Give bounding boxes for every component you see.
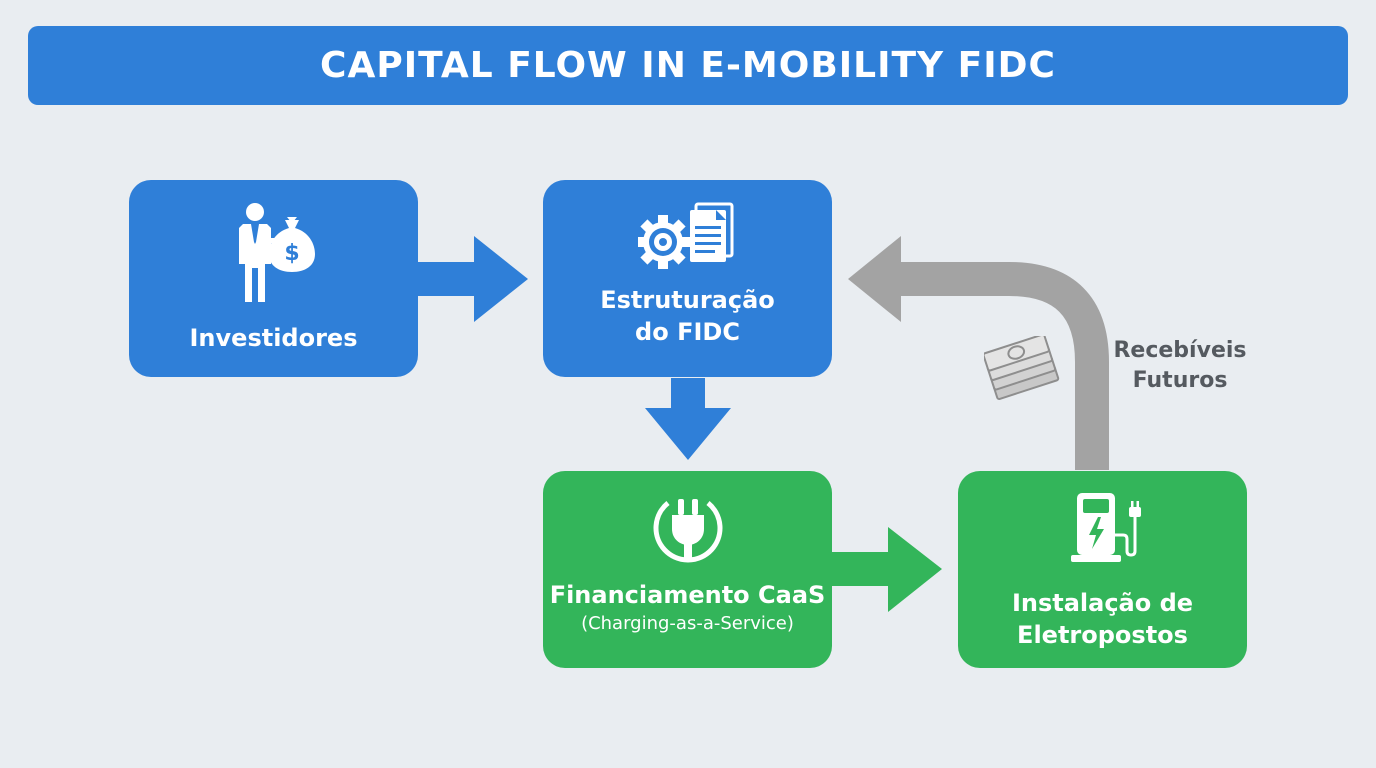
node-financing-sublabel: (Charging-as-a-Service) <box>581 613 794 634</box>
node-installation: Instalação de Eletropostos <box>958 471 1247 668</box>
return-flow-label-line1: Recebíveis <box>1113 338 1247 363</box>
title-banner: CAPITAL FLOW IN E-MOBILITY FIDC <box>28 26 1348 105</box>
arrow-return-receivables <box>895 262 1109 470</box>
return-flow-label: Recebíveis Futuros <box>1110 336 1250 396</box>
arrow-financing-to-installation <box>832 527 942 612</box>
node-financing-label: Financiamento CaaS <box>549 581 826 609</box>
svg-text:$: $ <box>284 241 299 266</box>
node-installation-label-line1: Instalação de <box>1011 589 1194 617</box>
plug-icon <box>653 499 722 563</box>
money-stack-icon <box>984 336 1060 401</box>
node-structuring-label-line1: Estruturação <box>600 286 775 314</box>
node-financing: Financiamento CaaS (Charging-as-a-Servic… <box>543 471 832 668</box>
return-flow-label-line2: Futuros <box>1132 368 1228 393</box>
charging-station-icon <box>1070 493 1141 562</box>
node-structuring-label-line2: do FIDC <box>635 318 740 346</box>
investor-moneybag-icon: $ <box>238 203 315 302</box>
page-title: CAPITAL FLOW IN E-MOBILITY FIDC <box>320 45 1056 86</box>
arrow-return-head <box>848 236 901 322</box>
arrow-investors-to-structuring <box>418 236 528 322</box>
node-investors-label: Investidores <box>189 324 358 352</box>
node-structuring: Estruturação do FIDC <box>543 180 832 377</box>
node-investors: $ Investidores <box>129 180 418 377</box>
gear-documents-icon <box>637 202 733 269</box>
node-installation-label-line2: Eletropostos <box>1017 621 1188 649</box>
arrow-structuring-to-financing <box>645 378 731 460</box>
